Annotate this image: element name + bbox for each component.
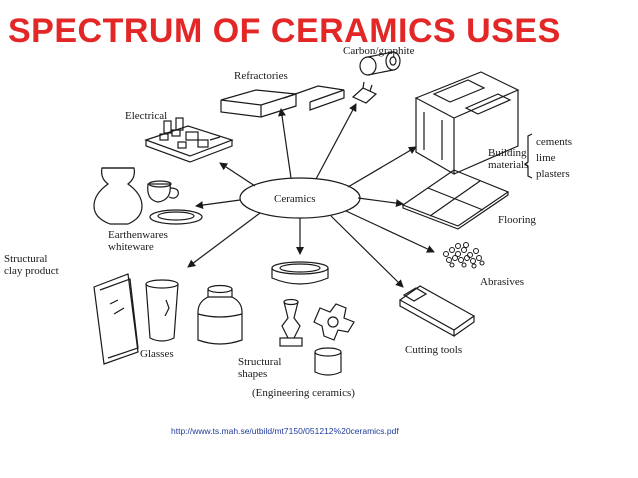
arrow-flooring — [357, 197, 404, 208]
label-cements: cements — [536, 136, 573, 148]
label-structural-clay-line2: clay product — [4, 265, 59, 277]
vase-cup-plate-icon — [93, 167, 203, 225]
ceramics-uses-diagram: Ceramics Carbon/graphite Refractories El… — [4, 42, 572, 412]
abrasive-grains-icon — [443, 242, 485, 269]
glass-jar-icon — [145, 279, 243, 345]
label-plasters: plasters — [536, 168, 570, 180]
arrow-electrical — [219, 162, 256, 187]
cutting-tool-icon — [398, 285, 476, 338]
slide-title: SPECTRUM OF CERAMICS USES — [8, 12, 561, 50]
carbon-tube-icon — [351, 51, 401, 104]
label-engineering-ceramics: (Engineering ceramics) — [252, 387, 355, 399]
center-label: Ceramics — [274, 193, 316, 205]
label-earthenwares-line2: whiteware — [108, 241, 154, 253]
arrow-earthenware — [195, 199, 241, 210]
floor-tiles-icon — [401, 169, 510, 230]
label-lime: lime — [536, 152, 556, 164]
structural-parts-icon — [271, 261, 355, 376]
label-carbon-graphite: Carbon/graphite — [343, 45, 415, 57]
glass-pane-icon — [93, 273, 139, 365]
label-structural-clay-line1: Structural — [4, 253, 48, 265]
label-glasses: Glasses — [140, 348, 174, 360]
label-building-line2: materials — [488, 159, 529, 171]
label-structural-shapes-line2: shapes — [238, 368, 268, 380]
label-electrical: Electrical — [125, 110, 168, 122]
source-link[interactable]: http://www.ts.mah.se/utbild/mt7150/05121… — [171, 426, 399, 436]
label-refractories: Refractories — [234, 70, 288, 82]
label-building-line1: Building — [488, 147, 527, 159]
arrow-glasses — [187, 212, 261, 268]
arrow-building — [347, 146, 417, 188]
label-earthenwares-line1: Earthenwares — [108, 229, 168, 241]
label-cutting-tools: Cutting tools — [405, 344, 463, 356]
arrow-abrasives — [345, 210, 435, 253]
label-structural-shapes-line1: Structural — [238, 356, 282, 368]
label-abrasives: Abrasives — [480, 276, 524, 288]
diagram-drawing — [93, 51, 533, 376]
arrow-refractories — [278, 108, 292, 179]
arrow-cutting — [330, 215, 404, 288]
connector-arrows — [187, 103, 435, 288]
arrow-carbon — [315, 103, 357, 180]
cinder-block-icon — [414, 71, 533, 179]
refractory-brick-icon — [220, 85, 345, 118]
label-flooring: Flooring — [498, 214, 536, 226]
circuit-board-icon — [144, 117, 234, 163]
